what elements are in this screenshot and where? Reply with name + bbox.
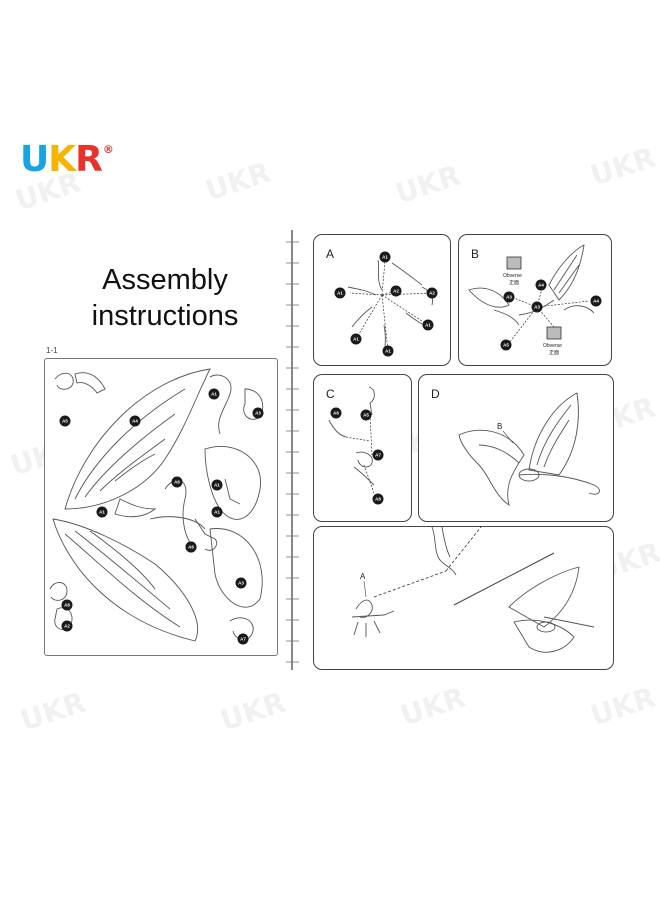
svg-text:A3: A3 bbox=[238, 581, 244, 586]
watermark: UKR bbox=[16, 685, 90, 738]
panel-a-part-badge: A2 bbox=[390, 285, 402, 297]
sheet-part-badge: A1 bbox=[211, 479, 223, 491]
sheet-part-badge: A4 bbox=[129, 415, 141, 427]
panel-b-part-badge: A4 bbox=[535, 279, 547, 291]
obverse-label-bottom: Obverse bbox=[543, 343, 562, 349]
panel-b-part-badge: A4 bbox=[590, 295, 602, 307]
svg-text:A1: A1 bbox=[382, 255, 388, 260]
label-a: A bbox=[360, 572, 366, 581]
panel-c-part-badge: A6 bbox=[330, 407, 342, 419]
panel-c-part-badge: A7 bbox=[372, 449, 384, 461]
svg-text:A4: A4 bbox=[132, 419, 138, 424]
final-assembly-drawing: C A bbox=[351, 527, 595, 653]
step-d-drawing: B bbox=[458, 392, 600, 507]
svg-text:A1: A1 bbox=[214, 510, 220, 515]
watermark: UKR bbox=[216, 685, 290, 738]
watermark: UKR bbox=[396, 680, 470, 733]
sheet-part-badge: A3 bbox=[252, 407, 264, 419]
svg-text:A6: A6 bbox=[174, 480, 180, 485]
svg-text:A6: A6 bbox=[188, 545, 194, 550]
svg-text:A5: A5 bbox=[363, 413, 369, 418]
svg-text:A1: A1 bbox=[211, 392, 217, 397]
svg-text:A7: A7 bbox=[240, 637, 246, 642]
svg-text:A1: A1 bbox=[214, 483, 220, 488]
sheet-part-badge: A5 bbox=[59, 415, 71, 427]
panel-letter-a: A bbox=[326, 247, 335, 261]
panel-a-part-badge: A1 bbox=[350, 333, 362, 345]
title-line-2: instructions bbox=[91, 300, 239, 332]
sheet-part-badge: A8 bbox=[61, 599, 73, 611]
sheet-part-badge: A1 bbox=[211, 506, 223, 518]
panel-a-part-badge: A1 bbox=[334, 287, 346, 299]
svg-text:A1: A1 bbox=[99, 510, 105, 515]
panel-letter-b: B bbox=[471, 247, 480, 261]
watermark: UKR bbox=[586, 140, 660, 193]
svg-text:A6: A6 bbox=[333, 411, 339, 416]
panel-b-part-badge: A3 bbox=[531, 301, 543, 313]
panel-b-part-badge: A3 bbox=[503, 291, 515, 303]
svg-text:A2: A2 bbox=[393, 289, 399, 294]
svg-text:A1: A1 bbox=[353, 337, 359, 342]
step-panel-final: C A bbox=[313, 526, 614, 670]
parts-sheet: A5A4A1A3A6A8A1A1A2A1A2A6A3A7 bbox=[44, 358, 278, 656]
panel-letter-d: D bbox=[431, 387, 440, 401]
watermark: UKR bbox=[586, 680, 660, 733]
logo-letter-r: R bbox=[75, 139, 103, 180]
logo-letter-k: K bbox=[48, 139, 76, 180]
svg-text:A2: A2 bbox=[64, 624, 70, 629]
svg-text:A3: A3 bbox=[255, 411, 261, 416]
ruler-divider bbox=[286, 230, 299, 670]
svg-text:A1: A1 bbox=[385, 349, 391, 354]
svg-text:A2: A2 bbox=[429, 291, 435, 296]
panel-a-part-badge: A1 bbox=[422, 319, 434, 331]
svg-text:A4: A4 bbox=[593, 299, 599, 304]
sheet-part-badge: A6 bbox=[185, 541, 197, 553]
step-panel-d: D B bbox=[418, 374, 614, 522]
obverse-cn-top: 正面 bbox=[509, 280, 519, 286]
svg-text:A1: A1 bbox=[337, 291, 343, 296]
svg-text:A5: A5 bbox=[62, 419, 68, 424]
panel-b-part-badge: A5 bbox=[500, 339, 512, 351]
watermark: UKR bbox=[201, 155, 275, 208]
parts-sheet-drawing: A5A4A1A3A6A8A1A1A2A1A2A6A3A7 bbox=[49, 368, 264, 645]
watermark: UKR bbox=[391, 158, 465, 211]
svg-text:A7: A7 bbox=[375, 453, 381, 458]
svg-text:A8: A8 bbox=[375, 497, 381, 502]
sheet-part-badge: A2 bbox=[61, 620, 73, 632]
panel-c-part-badge: A8 bbox=[372, 493, 384, 505]
svg-text:A4: A4 bbox=[538, 283, 544, 288]
sheet-part-badge: A1 bbox=[96, 506, 108, 518]
panel-a-part-badge: A1 bbox=[379, 251, 391, 263]
logo-letter-u: U bbox=[20, 139, 49, 180]
sheet-part-badge: A6 bbox=[171, 476, 183, 488]
sheet-part-badge: A7 bbox=[237, 633, 249, 645]
sheet-part-badge: A1 bbox=[208, 388, 220, 400]
obverse-cn-bottom: 正面 bbox=[549, 350, 559, 356]
sheet-part-badge: A3 bbox=[235, 577, 247, 589]
svg-text:A8: A8 bbox=[64, 603, 70, 608]
panel-a-part-badge: A2 bbox=[426, 287, 438, 299]
panel-c-part-badge: A5 bbox=[360, 409, 372, 421]
title-line-1: Assembly bbox=[102, 264, 228, 296]
obverse-label-top: Obverse bbox=[503, 273, 522, 279]
brand-logo: UKR® bbox=[20, 139, 114, 180]
sheet-label: 1-1 bbox=[46, 346, 58, 355]
page-title: Assembly instructions bbox=[70, 262, 260, 334]
svg-text:A5: A5 bbox=[503, 343, 509, 348]
svg-text:A3: A3 bbox=[506, 295, 512, 300]
label-b: B bbox=[497, 422, 502, 431]
svg-text:A1: A1 bbox=[425, 323, 431, 328]
panel-a-part-badge: A1 bbox=[382, 345, 394, 357]
panel-letter-c: C bbox=[326, 387, 335, 401]
svg-text:A3: A3 bbox=[534, 305, 540, 310]
registered-mark: ® bbox=[102, 143, 114, 156]
